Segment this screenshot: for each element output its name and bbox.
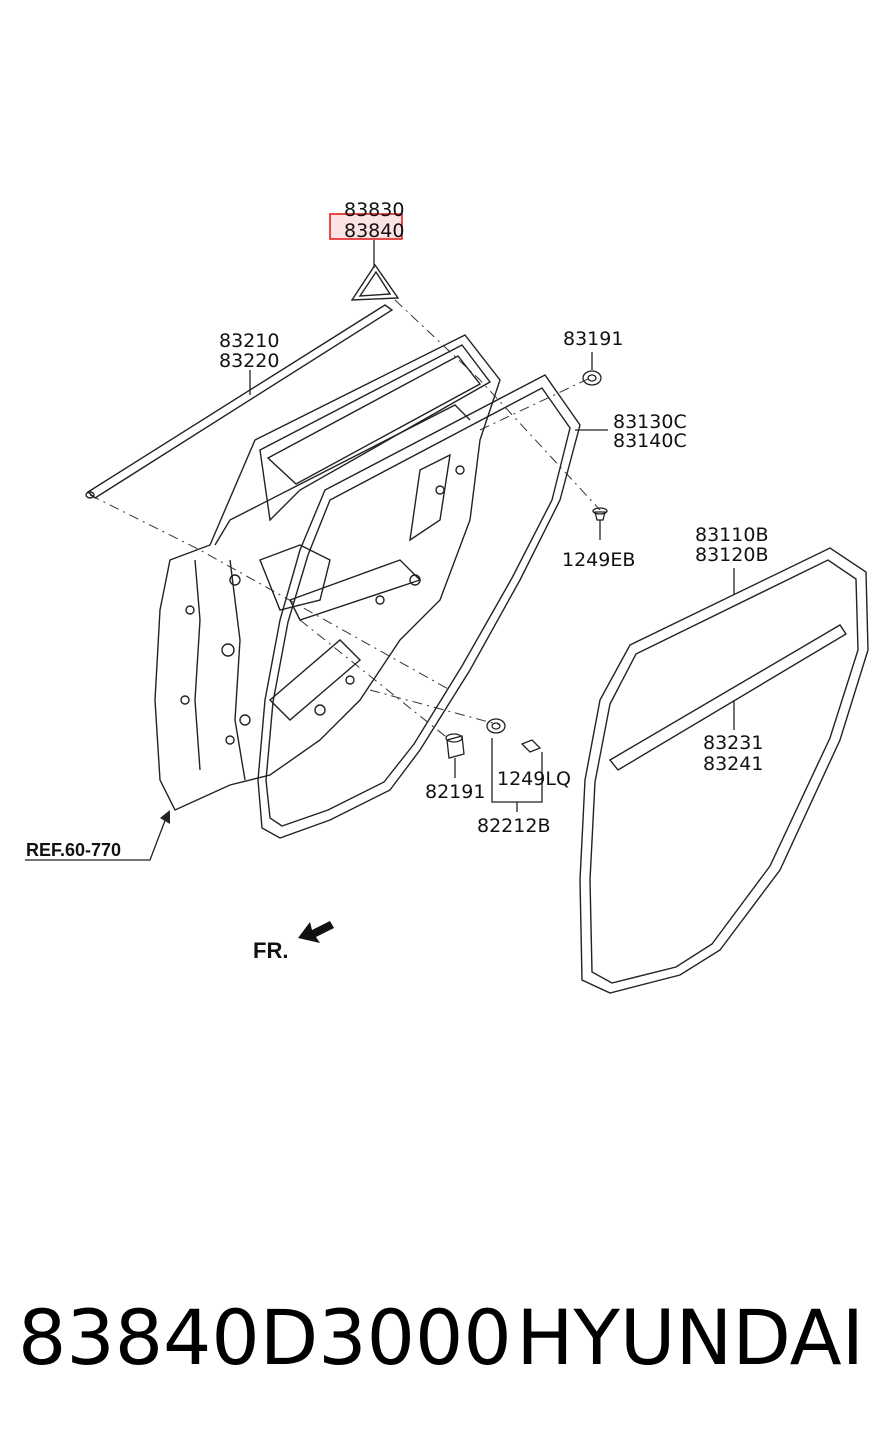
front-arrow-icon <box>298 921 334 943</box>
label-83231: 83231 <box>703 732 763 754</box>
leader-lines <box>25 240 735 861</box>
label-ref: REF.60-770 <box>26 840 121 860</box>
brand-caption: HYUNDAI <box>516 1293 864 1382</box>
label-83191: 83191 <box>563 328 623 350</box>
delta-cover-part <box>350 263 400 301</box>
label-83140c: 83140C <box>613 430 687 452</box>
label-83120b: 83120B <box>695 544 768 566</box>
label-1249lq: 1249LQ <box>497 768 571 790</box>
highlight-box <box>329 213 403 240</box>
door-panel <box>154 334 501 811</box>
screw-1249lq <box>520 739 542 753</box>
clip-83191 <box>582 370 602 386</box>
label-83241: 83241 <box>703 753 763 775</box>
label-83130c: 83130C <box>613 411 687 433</box>
label-front: FR. <box>253 938 288 963</box>
label-83830: 83830 <box>344 199 404 221</box>
part-number-caption: 83840D3000 <box>18 1293 512 1382</box>
label-1249eb: 1249EB <box>562 549 635 571</box>
window-run-strip <box>608 624 847 771</box>
fasteners <box>445 370 608 759</box>
alignment-lines <box>89 299 601 741</box>
belt-moulding-strip <box>85 304 394 499</box>
label-83110b: 83110B <box>695 524 768 546</box>
label-82212b: 82212B <box>477 815 550 837</box>
label-82191: 82191 <box>425 781 485 803</box>
door-weatherstrip <box>257 374 581 839</box>
body-weatherstrip <box>579 547 869 994</box>
label-83210: 83210 <box>219 330 279 352</box>
bumper-82191 <box>446 735 465 759</box>
label-83220: 83220 <box>219 350 279 372</box>
washer-82212b <box>486 718 506 734</box>
label-83840: 83840 <box>344 220 404 242</box>
screw-1249eb <box>594 511 606 521</box>
